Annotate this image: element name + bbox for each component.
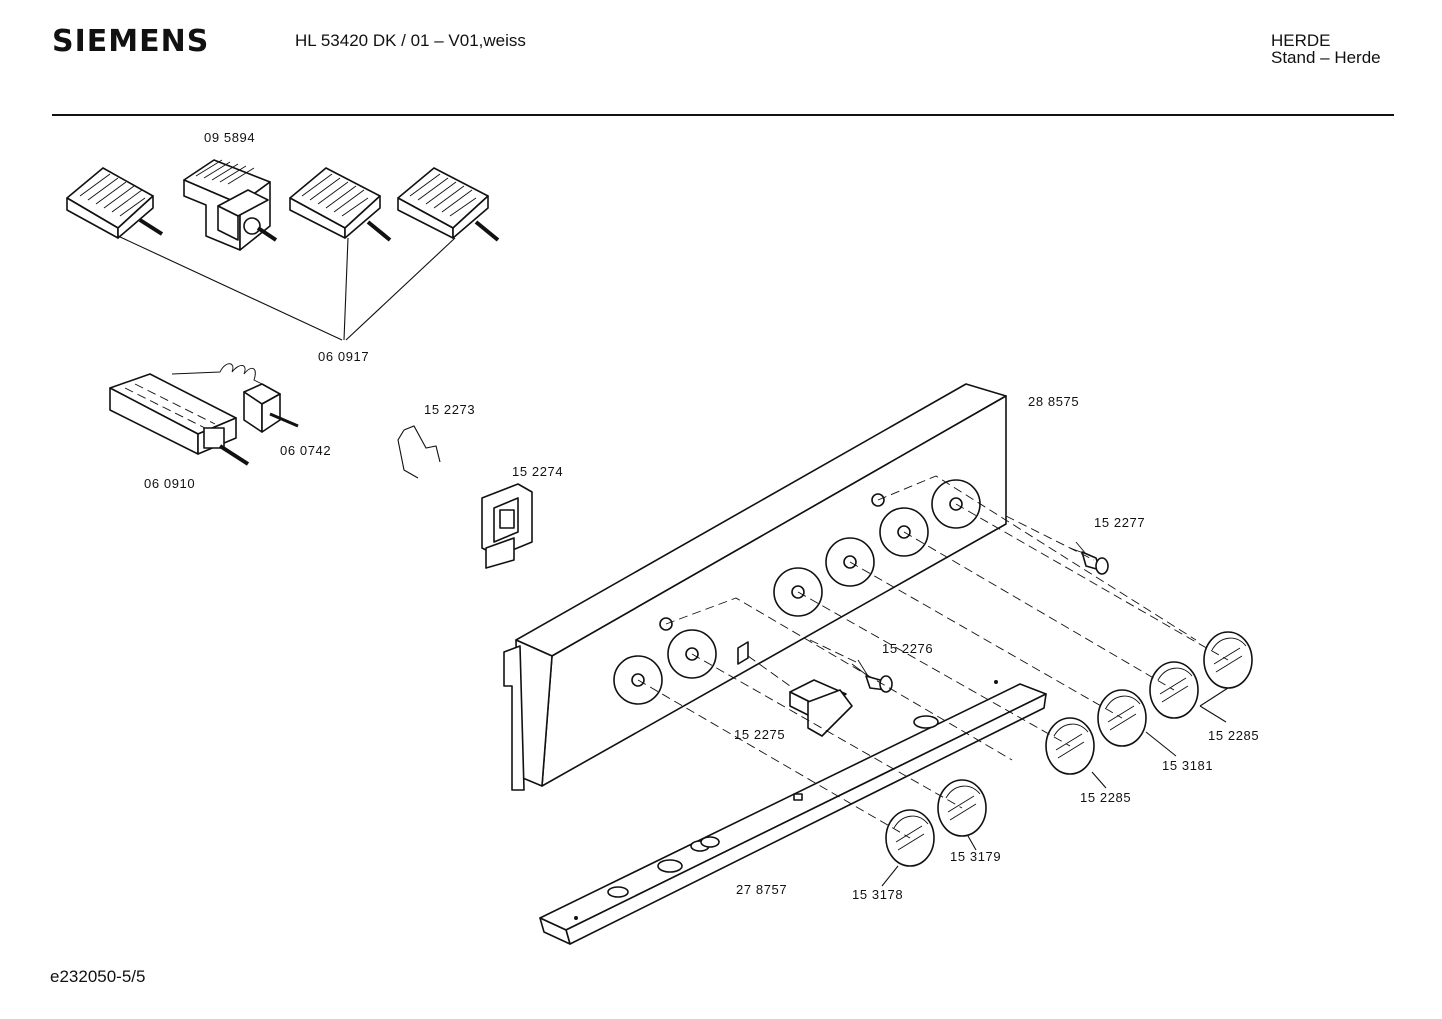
part-label-152285-bottom: 15 2285 [1080,790,1132,805]
switch-060910 [109,373,250,466]
lamp-152277 [1069,541,1109,575]
part-label-060910: 06 0910 [144,476,196,491]
subcategory-label: Stand – Herde [1271,48,1381,67]
label-leaders [881,687,1229,887]
part-label-152276: 15 2276 [882,641,934,656]
document-id: e232050-5/5 [50,967,146,986]
switch-2 [289,167,392,242]
control-panel-288575 [503,383,1007,791]
part-label-278757: 27 8757 [736,882,788,897]
part-label-152275: 15 2275 [734,727,786,742]
model-title: HL 53420 DK / 01 – V01,weiss [295,31,526,50]
part-label-060742: 06 0742 [280,443,332,458]
part-label-152274: 15 2274 [512,464,564,479]
header-divider [52,114,1394,116]
switch-1 [66,167,164,239]
bracket-152274 [481,483,533,569]
part-label-095894: 09 5894 [204,130,256,145]
category-label: HERDE [1271,31,1331,50]
part-label-152277: 15 2277 [1094,515,1146,530]
pilot-switch-060742 [171,363,299,433]
mounting-rail-278757 [539,680,1047,945]
part-label-153179: 15 3179 [950,849,1002,864]
clip-152273 [397,425,441,479]
energy-regulator-095894 [183,159,278,251]
part-label-060917: 06 0917 [318,349,370,364]
switch-3 [397,167,500,242]
part-label-152273: 15 2273 [424,402,476,417]
part-label-288575: 28 8575 [1028,394,1080,409]
part-label-152285-top: 15 2285 [1208,728,1260,743]
alignment-lines [637,475,1229,839]
part-label-153178: 15 3178 [852,887,904,902]
brand-logo: SIEMENS [52,24,210,59]
leader-lines-060917 [117,235,456,341]
push-button-152275 [789,679,853,737]
lamp-152276 [851,659,893,693]
part-label-153181: 15 3181 [1162,758,1214,773]
